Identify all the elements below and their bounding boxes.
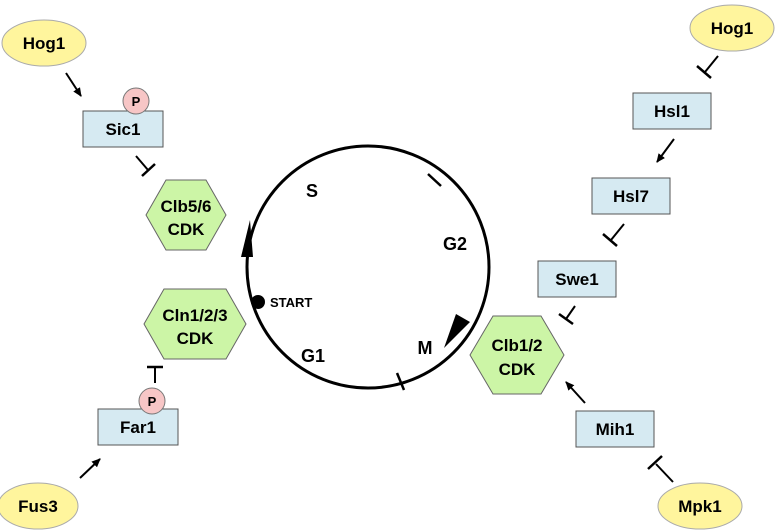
hog1-inhibits-hsl1 (704, 55, 719, 73)
hsl1-node (632, 92, 712, 130)
hsl7-inhibits-swe1 (610, 223, 625, 241)
sic1-label: Sic1 (106, 120, 141, 139)
hog1-left-label: Hog1 (23, 34, 66, 53)
clb12-label-line1: Clb1/2 (491, 336, 542, 355)
far1-phospho-badge (138, 387, 166, 415)
cycle-arrow-lower-right (444, 314, 470, 348)
mih1-to-clb12-arrow (565, 381, 586, 404)
mih1-label: Mih1 (596, 420, 635, 439)
swe1-inhibits-clb12 (565, 305, 576, 320)
hog1-inhibits-hsl1-bar (696, 65, 712, 79)
sic1-inhibits-clb56 (135, 155, 149, 171)
mih1-node (575, 410, 655, 448)
far1-phospho-label: P (148, 394, 157, 409)
hog1-left-node (1, 19, 87, 67)
clb56-label-line1: Clb5/6 (160, 197, 211, 216)
hog1-right-label: Hog1 (711, 19, 754, 38)
cell-cycle-circle-group: S G2 M G1 START (241, 144, 491, 391)
start-dot (251, 295, 265, 309)
fus3-label: Fus3 (18, 497, 58, 516)
hsl1-to-hsl7-arrow (656, 138, 675, 163)
sic1-node (82, 110, 164, 148)
phase-label-g2: G2 (443, 234, 467, 254)
hog1-right-node (689, 4, 775, 52)
fus3-node (0, 482, 79, 530)
cycle-tick-m-g1 (395, 372, 406, 391)
far1-node (97, 408, 179, 446)
phase-label-s: S (306, 181, 318, 201)
phase-label-g1: G1 (301, 346, 325, 366)
mpk1-node (657, 482, 743, 530)
clb12-label-line2: CDK (499, 360, 537, 379)
hog1-to-sic1-arrow (65, 72, 82, 97)
sic1-phospho-badge (122, 87, 150, 115)
far1-label: Far1 (120, 418, 156, 437)
left-top-pathway: Hog1 Sic1 P Clb5/6 CDK (1, 19, 227, 251)
clb56-label-line2: CDK (168, 220, 206, 239)
mpk1-inhibits-mih1 (655, 463, 674, 483)
start-label: START (270, 295, 312, 310)
left-bottom-pathway: Cln1/2/3 CDK Far1 P Fus3 (0, 288, 247, 530)
cln123-label-line1: Cln1/2/3 (162, 306, 227, 325)
swe1-node (537, 260, 617, 298)
cycle-tick-s-g2 (427, 173, 442, 187)
swe1-inhibits-clb12-bar (558, 312, 574, 326)
swe1-label: Swe1 (555, 270, 598, 289)
sic1-inhibits-clb56-bar (141, 163, 156, 177)
fus3-to-far1-arrow (79, 458, 101, 479)
hsl7-inhibits-swe1-bar (602, 233, 618, 247)
phase-label-m: M (418, 338, 433, 358)
clb12-cdk-node (469, 315, 565, 395)
cln123-cdk-node (143, 288, 247, 360)
cln123-label-line2: CDK (177, 329, 215, 348)
sic1-phospho-label: P (132, 94, 141, 109)
hsl1-label: Hsl1 (654, 102, 690, 121)
hsl7-node (591, 177, 671, 215)
cycle-arrow-upper-left (241, 220, 253, 257)
cell-cycle-circle (245, 144, 491, 390)
mpk1-inhibits-mih1-bar (647, 455, 663, 470)
clb56-cdk-node (145, 179, 227, 251)
mpk1-label: Mpk1 (678, 497, 721, 516)
hsl7-label: Hsl7 (613, 187, 649, 206)
right-pathway: Hog1 Hsl1 Hsl7 Swe1 Clb1/2 CDK Mih1 Mpk1 (469, 4, 775, 530)
